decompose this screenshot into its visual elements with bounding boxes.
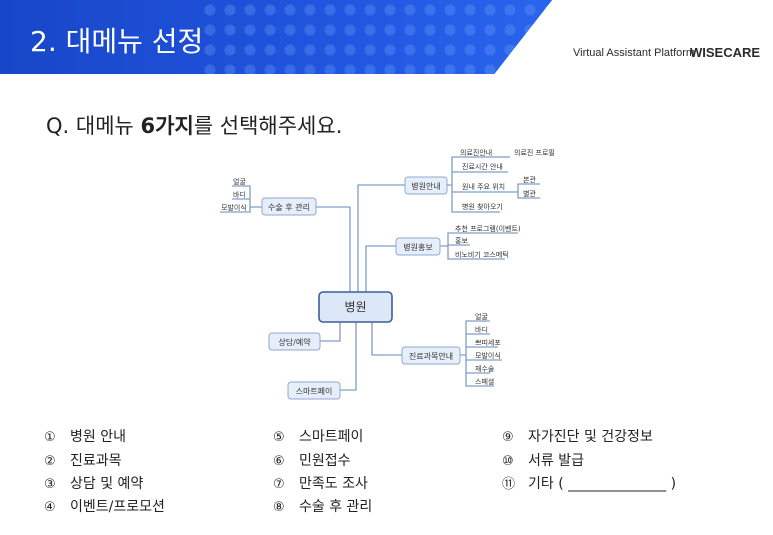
connector-smartpay [340,322,357,391]
leaf-main-building: 본관 [523,175,536,184]
page-title: 2. 대메뉴 선정 [30,25,204,58]
option-10[interactable]: ⑩ 서류 발급 [502,450,584,470]
leaf-doctors: 의료진안내 [460,148,492,157]
option-9-label: 자가진단 및 건강정보 [528,429,653,445]
node-hospital-info-label: 병원안내 [411,181,440,191]
brand-name: WISECARE [690,45,761,60]
connector-aftercare [316,206,351,292]
option-7-number: ⑦ [273,477,285,492]
leaf-recommended: 추천 프로그램(이벤트) [455,224,521,233]
leaf-aftercare-body: 바디 [233,190,246,199]
leaf-dept-petit: 쁘띠세포 [475,338,501,347]
question-prefix: Q. 대메뉴 [46,114,141,138]
option-11-number: ⑪ [502,477,516,492]
option-3-number: ③ [44,477,56,492]
connector-promo [365,245,396,292]
connector-hospital-info [357,184,405,292]
connector-promo-leaves [440,232,518,260]
option-9[interactable]: ⑨ 자가진단 및 건강정보 [502,426,653,446]
node-center: 병원 [318,291,393,323]
option-7[interactable]: ⑦ 만족도 조사 [273,473,368,493]
mindmap-leaf-labels: 얼굴 바디 모발이식 의료진안내 의료진 프로필 진료시간 안내 원내 주요 위… [221,148,555,386]
option-10-label: 서류 발급 [528,453,584,469]
option-3-label: 상담 및 예약 [70,476,144,492]
option-2-number: ② [44,454,56,469]
option-11[interactable]: ⑪ 기타 ( ______________ ) [502,473,676,493]
option-1-label: 병원 안내 [70,429,126,445]
option-6-number: ⑥ [273,454,285,469]
node-aftercare-label: 수술 후 관리 [268,202,310,212]
connector-aftercare-leaves [220,185,262,213]
option-4[interactable]: ④ 이벤트/프로모션 [44,496,165,516]
leaf-annex: 별관 [523,189,536,198]
option-4-number: ④ [44,500,56,515]
question-text: Q. 대메뉴 6가지를 선택해주세요. [46,110,342,140]
option-6[interactable]: ⑥ 민원접수 [273,450,351,470]
leaf-cosmetic: 비노비기 코스메틱 [455,250,509,259]
option-8[interactable]: ⑧ 수술 후 관리 [273,496,372,516]
connector-location-sub [514,183,540,199]
option-5[interactable]: ⑤ 스마트페이 [273,426,363,446]
connector-department-leaves [460,320,502,387]
leaf-dept-face: 얼굴 [475,312,488,321]
option-5-label: 스마트페이 [299,429,364,445]
option-8-number: ⑧ [273,500,285,515]
option-8-label: 수술 후 관리 [299,499,373,515]
node-smartpay: 스마트페이 [287,381,341,400]
node-departments: 진료과목안내 [401,346,461,365]
leaf-dept-revision: 재수술 [475,364,495,373]
option-5-number: ⑤ [273,430,285,445]
leaf-aftercare-face: 얼굴 [233,177,246,186]
leaf-directions: 병원 찾아오기 [462,202,503,211]
leaf-doctor-profile: 의료진 프로필 [514,148,555,157]
node-hospital-info: 병원안내 [404,176,448,195]
option-3[interactable]: ③ 상담 및 예약 [44,473,143,493]
leaf-dept-hair: 모발이식 [475,351,501,360]
node-consult: 상담/예약 [268,332,321,351]
option-7-label: 만족도 조사 [299,476,368,492]
question-suffix: 를 선택해주세요. [193,114,343,138]
mindmap-connectors [220,156,540,391]
leaf-aftercare-hair: 모발이식 [221,203,247,212]
node-promo-label: 병원홍보 [403,242,432,252]
leaf-dept-special: 스페셜 [475,377,494,386]
option-11-label: 기타 ( ______________ ) [528,476,677,492]
node-consult-label: 상담/예약 [278,337,311,347]
connector-hospital-leaves [447,156,514,213]
connector-departments [371,322,402,356]
brand-tagline: Virtual Assistant Platform [573,47,696,59]
connector-consult [320,322,341,342]
node-departments-label: 진료과목안내 [409,351,453,361]
header-banner: 2. 대메뉴 선정 [0,0,773,74]
leaf-dept-body: 바디 [475,325,488,334]
node-center-label: 병원 [344,300,366,314]
leaf-locations: 원내 주요 위치 [462,182,505,191]
leaf-hours: 진료시간 안내 [462,162,503,171]
option-1[interactable]: ① 병원 안내 [44,426,126,446]
option-1-number: ① [44,430,56,445]
option-2[interactable]: ② 진료과목 [44,450,122,470]
leaf-pr: 홍보 [455,236,468,245]
option-6-label: 민원접수 [299,453,351,469]
option-2-label: 진료과목 [70,453,122,469]
node-promo: 병원홍보 [395,237,441,256]
node-smartpay-label: 스마트페이 [296,386,333,396]
node-aftercare: 수술 후 관리 [261,197,317,216]
question-bold: 6가지 [140,114,194,138]
option-10-number: ⑩ [502,454,514,469]
option-4-label: 이벤트/프로모션 [70,499,165,515]
option-9-number: ⑨ [502,430,514,445]
